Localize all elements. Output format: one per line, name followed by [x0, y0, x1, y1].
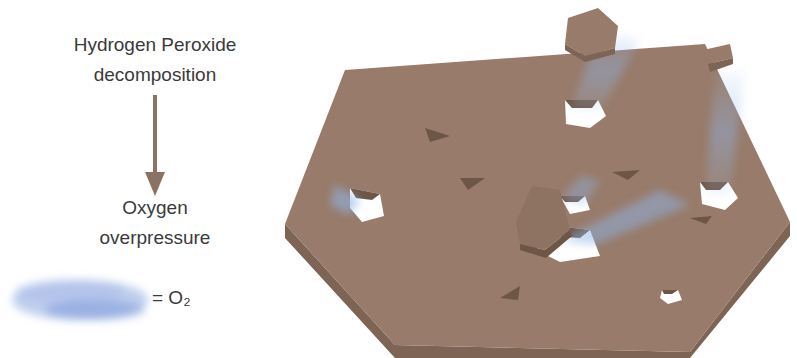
oxygen-symbol [12, 280, 148, 320]
holes [350, 100, 738, 304]
hexagonal-plate [285, 44, 790, 358]
legend-label: = O₂ [152, 283, 222, 313]
process-label: Hydrogen Peroxide decomposition [55, 30, 255, 90]
result-label: Oxygen overpressure [80, 193, 230, 253]
down-arrow [145, 95, 165, 196]
flakes [516, 8, 733, 258]
